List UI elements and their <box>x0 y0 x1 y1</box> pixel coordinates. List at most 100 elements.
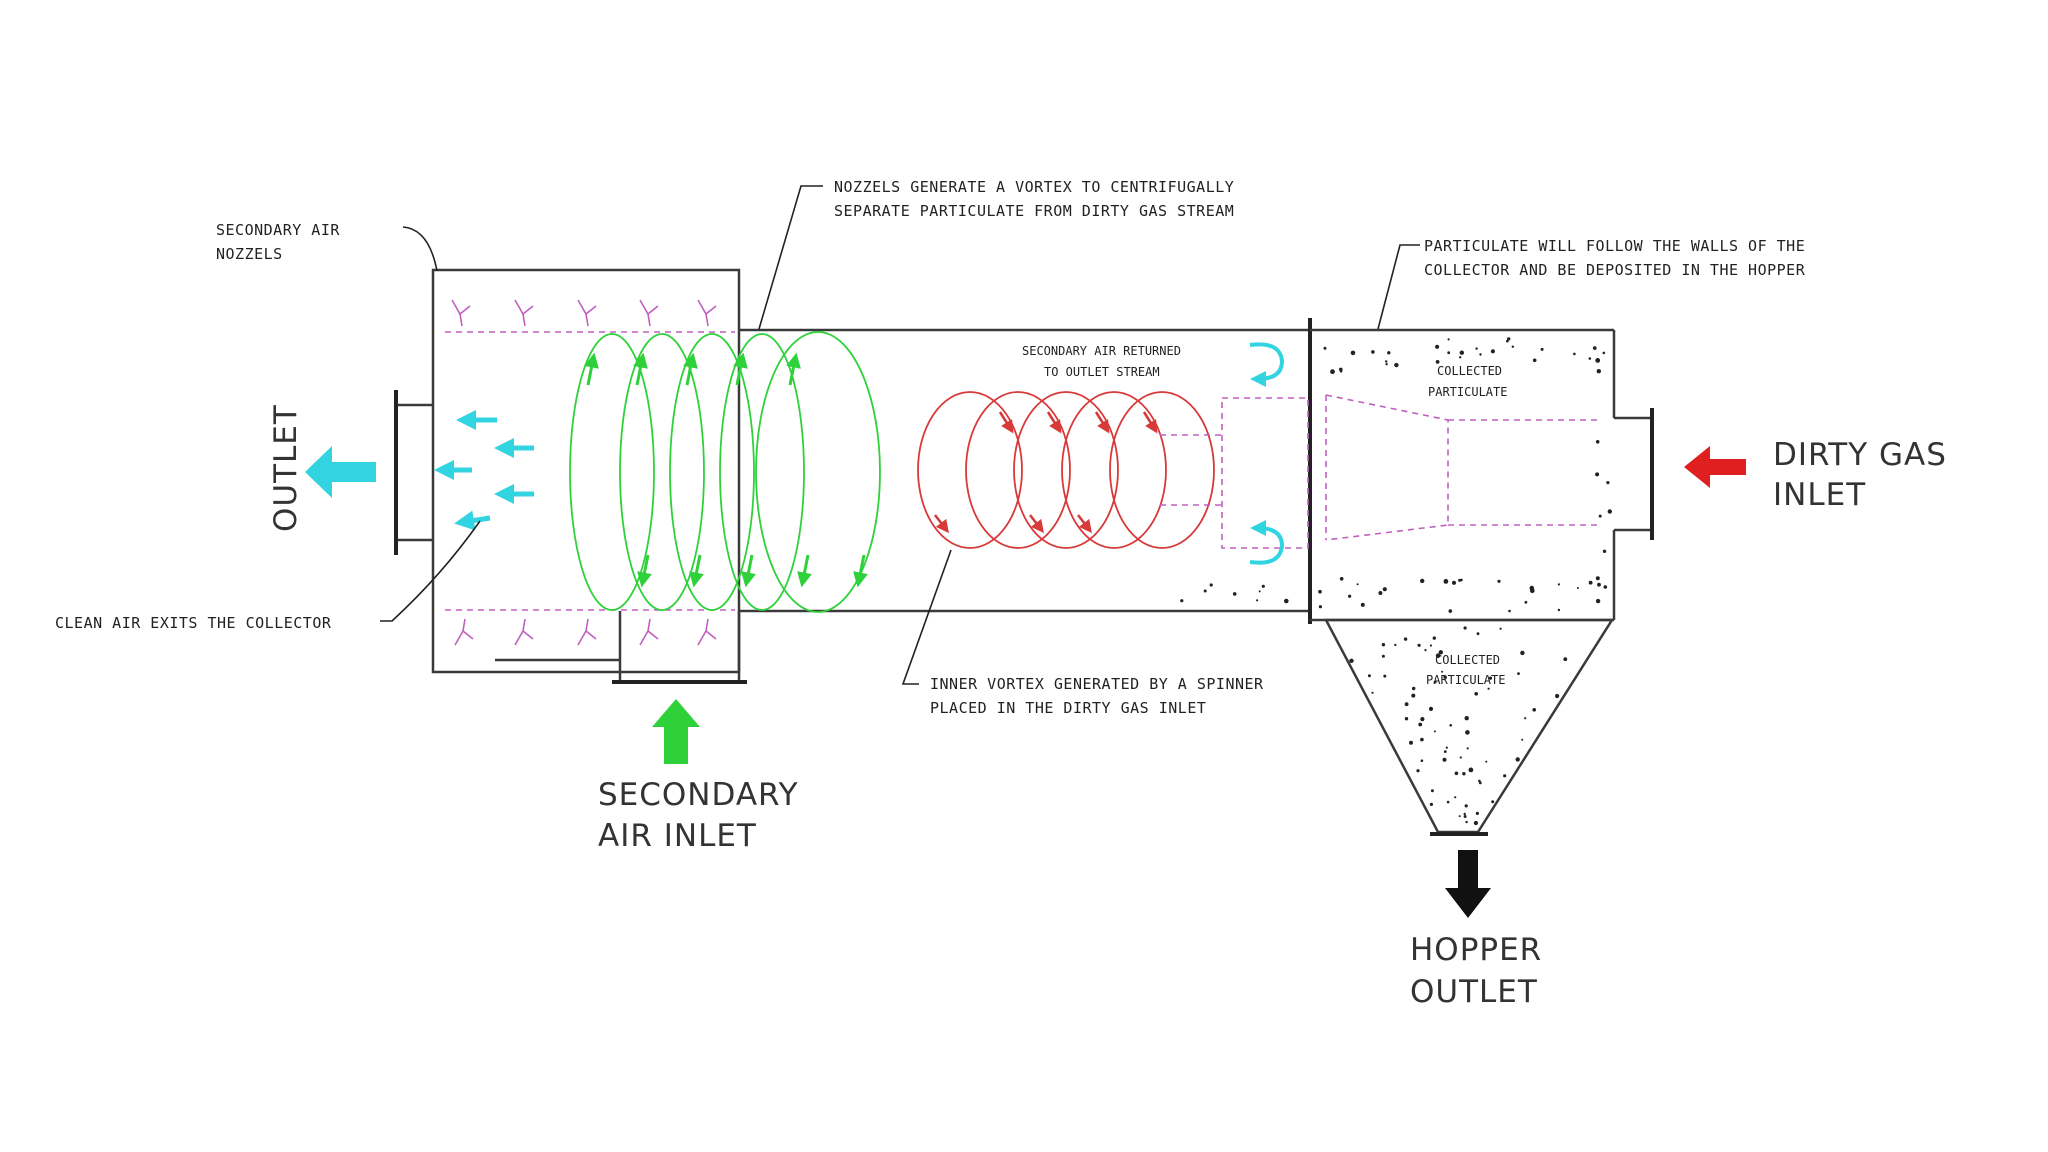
particulate-dot <box>1532 708 1536 712</box>
particulate-dot <box>1371 350 1375 354</box>
particulate-dot <box>1435 653 1441 658</box>
particulate-dot <box>1356 583 1359 586</box>
particulate-dot <box>1209 583 1213 587</box>
particulate-dot <box>1466 747 1469 750</box>
particulate-dot <box>1596 369 1602 374</box>
particulate-dot <box>1367 674 1371 678</box>
outer-vortex <box>569 331 881 613</box>
inner-vortex-note-line2: PLACED IN THE DIRTY GAS INLET <box>930 699 1206 717</box>
outlet-label: OUTLET <box>268 404 304 532</box>
particulate-dot <box>1454 771 1459 776</box>
particulate-dot <box>1445 746 1448 749</box>
hopper-outlet-label-line1: HOPPER <box>1410 932 1542 968</box>
particulate-dot <box>1491 800 1495 804</box>
particulate-dot <box>1524 600 1528 604</box>
particulate-dot <box>1433 730 1436 733</box>
particulate-dot <box>1475 811 1479 816</box>
secondary-air-nozzles-note-line2: NOZZELS <box>216 245 283 263</box>
particulate-dot <box>1394 643 1397 647</box>
particulate-dot <box>1443 750 1447 753</box>
particulate-dot <box>1420 717 1425 722</box>
particulate-dot <box>1576 587 1579 589</box>
particulate-dot <box>1588 357 1592 360</box>
clean-air-exits-note: CLEAN AIR EXITS THE COLLECTOR <box>55 614 332 632</box>
particulate-dot <box>1506 339 1509 343</box>
spinner-cone <box>1160 394 1600 549</box>
inner-vortex-arrows <box>933 411 1158 534</box>
secondary-air-nozzles-note-line1: SECONDARY AIR <box>216 221 340 239</box>
nozzles-vortex-note-line2: SEPARATE PARTICULATE FROM DIRTY GAS STRE… <box>834 202 1234 220</box>
particulate-dot <box>1429 644 1432 647</box>
particulate-dot <box>1499 627 1502 630</box>
particulate-dot <box>1475 347 1478 350</box>
particulate-dot <box>1284 598 1289 604</box>
particulate-dot <box>1488 676 1493 680</box>
particulate-dot <box>1348 594 1352 598</box>
particulate-dot <box>1381 643 1386 647</box>
particulate-dot <box>1371 691 1374 694</box>
particulate-dot <box>1602 549 1607 553</box>
particulate-dot <box>1603 585 1608 589</box>
particulate-dot <box>1443 675 1447 679</box>
particulate-dot <box>1441 670 1444 673</box>
particulate-dot <box>1412 686 1416 691</box>
secondary-air-flow-arrow <box>652 699 700 764</box>
particulate-dot <box>1339 369 1343 373</box>
collector-body <box>394 268 1654 836</box>
leader-lines <box>380 185 1420 685</box>
particulate-dot <box>1381 654 1385 658</box>
particulate-dot <box>1378 591 1383 595</box>
particulate-dot <box>1433 680 1437 684</box>
particulate-dot <box>1403 637 1408 641</box>
dirty-gas-inlet-label-line2: INLET <box>1773 477 1866 513</box>
particulate-dot <box>1339 577 1344 581</box>
secondary-air-returned-note-line2: TO OUTLET STREAM <box>1044 365 1160 379</box>
particulate-dot <box>1555 693 1560 699</box>
nozzle-housing <box>431 268 741 674</box>
particulate-dot <box>1446 800 1450 804</box>
particulate-dot <box>1557 583 1560 586</box>
particulate-dot <box>1464 804 1468 808</box>
secondary-air-inlet-label-line2: AIR INLET <box>598 818 757 854</box>
secondary-air-inlet-label-line1: SECONDARY <box>598 777 799 813</box>
particulate-dot <box>1503 774 1507 778</box>
collected-particulate-top-line2: PARTICULATE <box>1428 385 1507 399</box>
particulate-dot <box>1330 369 1335 375</box>
secondary-air-returned-note-line1: SECONDARY AIR RETURNED <box>1022 344 1181 358</box>
hopper <box>1323 618 1615 834</box>
inner-vortex <box>917 391 1215 549</box>
particulate-dot <box>1476 632 1480 636</box>
particulate-dot <box>1256 599 1259 602</box>
particulate-dot <box>1540 347 1544 351</box>
particulate-dot <box>1394 362 1399 368</box>
clean-air-arrows <box>434 410 534 531</box>
particulate-dot <box>1464 716 1469 721</box>
particulate-dot <box>1258 590 1261 593</box>
particulate-dot <box>1517 672 1520 675</box>
particulate-dot <box>1563 657 1568 662</box>
particulate-dot <box>1435 360 1440 364</box>
particulate-dot <box>1180 599 1184 603</box>
particulate-dot <box>1497 579 1501 583</box>
particulate-dot <box>1468 767 1474 773</box>
particulate-dot <box>1459 356 1462 359</box>
particulate-dot <box>1232 592 1237 596</box>
particulate-dot <box>1349 658 1354 663</box>
outer-vortex-arrows <box>584 352 868 588</box>
particulate-dot <box>1430 789 1434 793</box>
dirty-gas-flow-arrow <box>1684 446 1746 488</box>
particulate-dot <box>1595 440 1600 444</box>
particulate-dot <box>1465 820 1468 824</box>
particulate-dot <box>1530 588 1535 594</box>
hopper-outlet-label-line2: OUTLET <box>1410 974 1538 1010</box>
collected-particulate-top-line1: COLLECTED <box>1437 364 1502 378</box>
particulate-dot <box>1350 350 1356 356</box>
particulate-dot <box>1532 358 1537 363</box>
particulate-dot <box>1524 717 1527 720</box>
particulate-dot <box>1318 589 1322 594</box>
particulate-dot <box>1588 580 1593 585</box>
particulate-dot <box>1424 649 1427 652</box>
particulate-dot <box>1595 472 1600 477</box>
particulate-dot <box>1458 578 1462 582</box>
